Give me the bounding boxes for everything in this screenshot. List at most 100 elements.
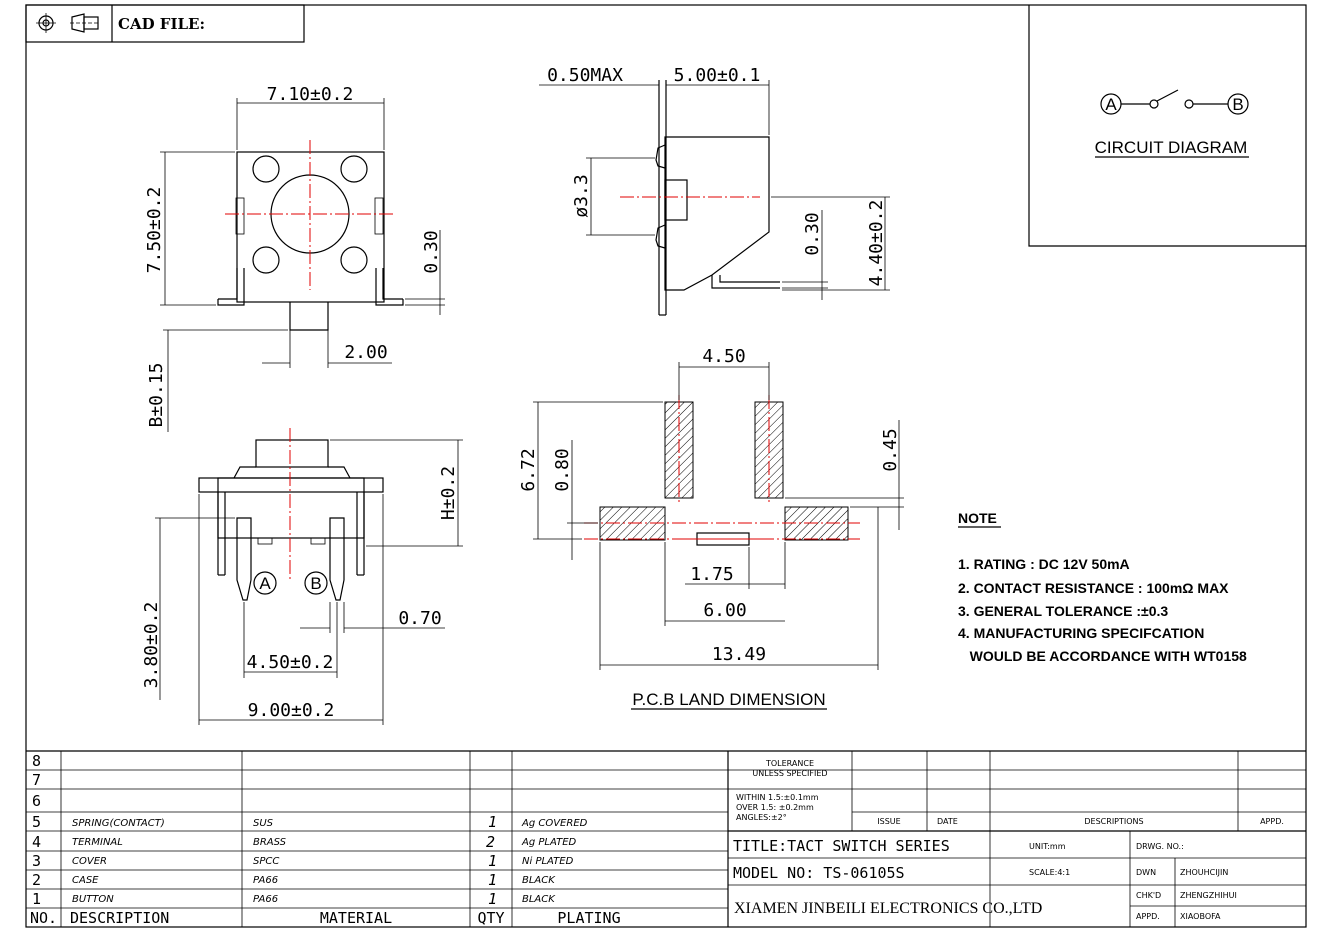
notes-block: NOTE 1. RATING : DC 12V 50mA 2. CONTACT … <box>958 510 1247 664</box>
first-angle-projection-icon <box>70 13 100 33</box>
bom-header-description: DESCRIPTION <box>70 909 169 927</box>
bom-row-4-desc: TERMINAL <box>72 837 123 848</box>
dim-pcb-450: 4.50 <box>702 346 745 367</box>
bom-row-2-qty: 1 <box>488 871 497 889</box>
bom-row-5-plating: Ag COVERED <box>521 818 588 829</box>
circuit-diagram-panel: A B CIRCUIT DIAGRAM <box>1028 5 1306 247</box>
dim-top-stem: 2.00 <box>344 342 387 363</box>
dim-side-lead: 0.30 <box>802 212 823 255</box>
note-item-5: WOULD BE ACCORDANCE WITH WT0158 <box>958 648 1247 664</box>
bom-row-1-no: 1 <box>32 890 41 908</box>
dim-top-lead: 0.30 <box>421 230 442 273</box>
note-item-2: 2. CONTACT RESISTANCE : 100mΩ MAX <box>958 580 1229 596</box>
tolerance-within: WITHIN 1.5:±0.1mm <box>736 793 819 802</box>
tolerance-label-2: UNLESS SPECIFIED <box>752 769 827 778</box>
bom-row-3-desc: COVER <box>72 856 107 867</box>
descriptions-label: DESCRIPTIONS <box>1084 817 1143 826</box>
bom-row-4-qty: 2 <box>486 833 495 851</box>
circuit-diagram-title: CIRCUIT DIAGRAM <box>1095 138 1248 157</box>
bom-row-4-plating: Ag PLATED <box>521 837 577 848</box>
dim-pcb-175: 1.75 <box>690 564 733 585</box>
drawing-title: TITLE:TACT SWITCH SERIES <box>733 837 950 855</box>
bom-row-3-plating: Ni PLATED <box>522 856 574 867</box>
bom-header-qty: QTY <box>477 909 504 927</box>
cad-header: CAD FILE: <box>25 4 305 43</box>
bom-row-1-qty: 1 <box>488 890 497 908</box>
bom-row-7-no: 7 <box>32 771 41 789</box>
appd-header-label: APPD. <box>1260 817 1284 826</box>
dwn-label: DWN <box>1136 868 1156 877</box>
bom-header-no: NO. <box>30 909 57 927</box>
front-view: A B H±0.2 3.80±0.2 4.50±0.2 9.00±0.2 0.7… <box>141 428 463 725</box>
bom-row-5-qty: 1 <box>488 813 497 831</box>
target-symbol-icon <box>36 13 56 33</box>
dim-front-pin: 3.80±0.2 <box>141 602 162 689</box>
cad-file-label: CAD FILE: <box>118 15 205 33</box>
bom-row-1-desc: BUTTON <box>72 894 114 905</box>
bom-row-6-no: 6 <box>32 792 41 810</box>
bom-row-2-desc: CASE <box>72 875 99 886</box>
dim-top-height: 7.50±0.2 <box>144 187 165 274</box>
tolerance-angles: ANGLES:±2° <box>736 813 787 822</box>
bom-row-3-qty: 1 <box>488 852 497 870</box>
pcb-land-view: 4.50 6.72 0.80 0.45 1.75 6.00 13.49 P.C.… <box>518 346 904 710</box>
node-b-label: B <box>1232 95 1243 114</box>
dim-front-pitch: 4.50±0.2 <box>247 652 334 673</box>
dim-side-dia: ø3.3 <box>571 174 592 217</box>
dim-top-width: 7.10±0.2 <box>267 84 354 105</box>
node-b-circle <box>1227 93 1249 115</box>
dim-top-b: B±0.15 <box>146 362 167 427</box>
bom-table: 8 7 6 5 SPRING(CONTACT) SUS 1 Ag COVERED… <box>26 750 1306 927</box>
dim-pcb-672: 6.72 <box>518 448 539 491</box>
pcb-land-title: P.C.B LAND DIMENSION <box>632 690 825 709</box>
bom-row-2-material: PA66 <box>253 875 278 886</box>
appd-value: XIAOBOFA <box>1180 912 1221 921</box>
bom-row-3-no: 3 <box>32 852 41 870</box>
scale-label: SCALE:4:1 <box>1029 868 1070 877</box>
dim-side-height: 4.40±0.2 <box>866 200 887 287</box>
dim-side-max: 0.50MAX <box>547 65 623 86</box>
dim-pcb-080: 0.80 <box>552 448 573 491</box>
pin-a-label: A <box>259 574 271 593</box>
note-heading: NOTE <box>958 510 997 526</box>
dim-pcb-600: 6.00 <box>703 600 746 621</box>
side-view: 0.50MAX 5.00±0.1 ø3.3 0.30 4.40±0.2 <box>539 65 890 316</box>
appd-label: APPD. <box>1136 912 1160 921</box>
date-label: DATE <box>937 817 958 826</box>
bom-header-plating: PLATING <box>557 909 620 927</box>
bom-row-5-material: SUS <box>253 818 274 829</box>
bom-row-1-plating: BLACK <box>522 894 556 905</box>
chkd-label: CHK'D <box>1136 891 1161 900</box>
tolerance-over: OVER 1.5: ±0.2mm <box>736 803 814 812</box>
unit-label: UNIT:mm <box>1029 842 1066 851</box>
drwg-no-label: DRWG. NO.: <box>1136 842 1184 851</box>
bom-row-5-desc: SPRING(CONTACT) <box>72 818 165 829</box>
issue-label: ISSUE <box>877 817 900 826</box>
note-item-3: 3. GENERAL TOLERANCE :±0.3 <box>958 603 1168 619</box>
note-item-1: 1. RATING : DC 12V 50mA <box>958 556 1130 572</box>
dim-side-width: 5.00±0.1 <box>674 65 761 86</box>
bom-row-2-plating: BLACK <box>522 875 556 886</box>
title-block: TOLERANCE UNLESS SPECIFIED WITHIN 1.5:±0… <box>728 751 1306 927</box>
dwn-value: ZHOUHCIJIN <box>1180 868 1228 877</box>
sheet-border <box>25 4 1307 928</box>
bom-row-2-no: 2 <box>32 871 41 889</box>
bom-header-material: MATERIAL <box>320 909 392 927</box>
bom-row-1-material: PA66 <box>253 894 278 905</box>
dim-front-h: H±0.2 <box>438 466 459 520</box>
bom-row-5-no: 5 <box>32 813 41 831</box>
bom-row-4-no: 4 <box>32 833 41 851</box>
dim-pcb-1349: 13.49 <box>712 644 766 665</box>
bom-row-4-material: BRASS <box>253 837 287 848</box>
company-name: XIAMEN JINBEILI ELECTRONICS CO.,LTD <box>734 900 1042 917</box>
chkd-value: ZHENGZHIHUI <box>1180 891 1237 900</box>
note-item-4: 4. MANUFACTURING SPECIFCATION <box>958 625 1204 641</box>
dim-front-width: 9.00±0.2 <box>248 700 335 721</box>
bom-row-8-no: 8 <box>32 752 41 770</box>
dim-pcb-045: 0.45 <box>880 428 901 471</box>
bom-row-3-material: SPCC <box>253 856 279 867</box>
top-view: 7.10±0.2 7.50±0.2 0.30 2.00 B±0.15 <box>144 84 445 432</box>
node-a-label: A <box>1105 95 1117 114</box>
dim-front-pinw: 0.70 <box>398 608 441 629</box>
